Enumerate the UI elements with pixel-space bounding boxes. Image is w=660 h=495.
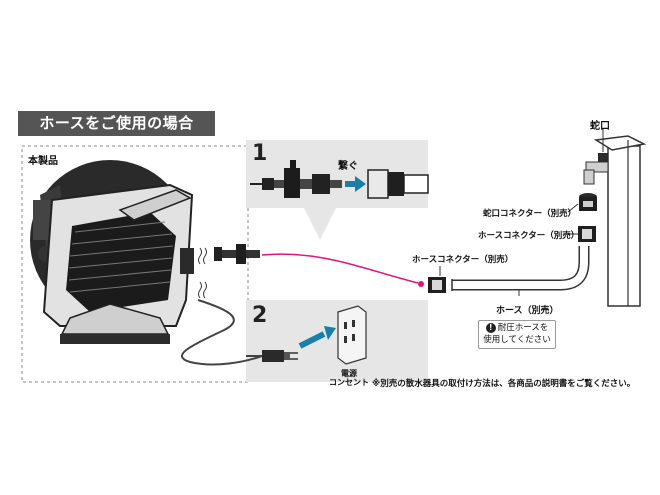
- product-frame: [21, 145, 249, 383]
- step2-panel: [246, 300, 428, 382]
- hose-connector-middle: [428, 277, 446, 293]
- footnote: ※別売の散水器具の取付け方法は、各商品の説明書をご覧ください。: [372, 379, 636, 389]
- faucet-connector: [579, 193, 597, 211]
- hose-connector-right-label: ホースコネクター（別売）: [478, 231, 580, 241]
- section-title: ホースをご使用の場合: [18, 111, 215, 136]
- outlet-label-line1: 電源: [341, 369, 357, 378]
- step1-arrow: [345, 176, 366, 192]
- note-box: !耐圧ホースを 使用してください: [478, 320, 556, 349]
- step2-arrow: [298, 326, 336, 349]
- hose-label: ホース（別売）: [496, 306, 559, 316]
- outlet-label-line2: コンセント: [329, 378, 369, 387]
- faucet-connector-label: 蛇口コネクター（別売）: [483, 209, 577, 219]
- hose-connector-left-label: ホースコネクター（別売）: [412, 255, 514, 265]
- fan-hose-fitting: [214, 244, 260, 264]
- hose-end-dot: [418, 281, 424, 287]
- step2-number: 2: [252, 303, 268, 328]
- warning-icon: !: [485, 322, 496, 333]
- hose-line: [261, 253, 419, 284]
- step1-fitting: [250, 160, 342, 198]
- product-label: 本製品: [28, 156, 58, 167]
- outlet-label: 電源 コンセント: [324, 369, 374, 387]
- hose-connector-right: [578, 226, 596, 242]
- hose: [452, 246, 590, 291]
- plug: [246, 350, 298, 362]
- faucet-tap: [583, 153, 609, 185]
- note-line2: 使用してください: [483, 335, 551, 345]
- break-marks: [198, 247, 207, 299]
- step1-connector: [367, 169, 429, 199]
- faucet-post: [593, 135, 647, 307]
- note-line1: 耐圧ホースを: [497, 323, 549, 333]
- power-cord: [181, 299, 263, 366]
- fan-illustration: [30, 160, 194, 344]
- step1-action: 繋ぐ: [338, 161, 358, 172]
- step1-number: 1: [252, 141, 268, 166]
- outlet: [337, 305, 367, 365]
- faucet-label: 蛇口: [590, 121, 610, 132]
